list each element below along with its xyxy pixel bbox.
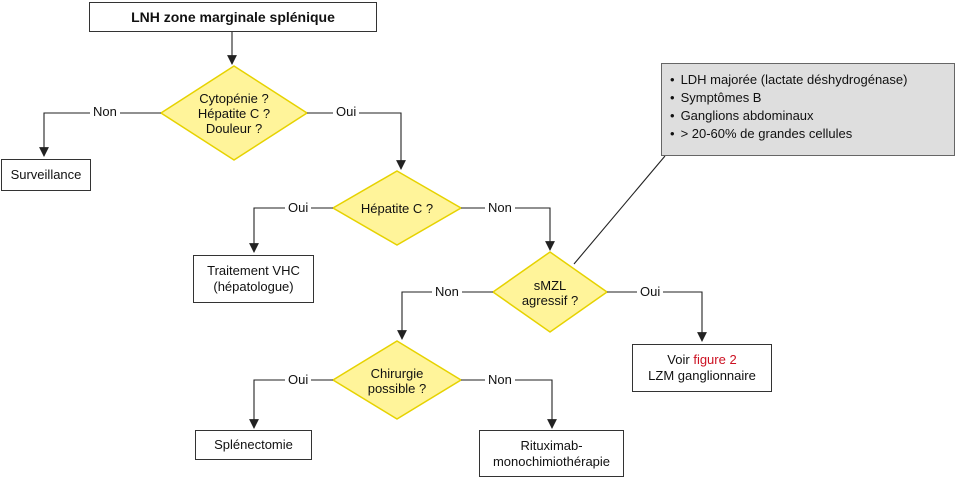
voir-line: Voir figure 2: [667, 352, 736, 368]
decision-3-line-1: sMZL: [533, 278, 567, 293]
decision-4-line-1: Chirurgie: [370, 366, 424, 381]
outcome-voir-figure: Voir figure 2 LZM ganglionnaire: [632, 344, 772, 392]
decision-4-text: Chirurgie possible ?: [342, 364, 452, 398]
decision-3-line-2: agressif ?: [521, 293, 579, 308]
voir-text: Voir: [667, 352, 690, 367]
outcome-splenectomie: Splénectomie: [195, 430, 312, 460]
connector-d3-no: [397, 291, 493, 340]
label-d3-no: Non: [432, 284, 462, 300]
outcome-traitement-vhc: Traitement VHC (hépatologue): [193, 255, 314, 303]
ritux-line-2: monochimiothérapie: [492, 453, 611, 469]
decision-diamond-2: [331, 170, 463, 246]
decision-diamond-4: [331, 340, 463, 420]
title-box: LNH zone marginale splénique: [89, 2, 377, 32]
lzm-line: LZM ganglionnaire: [648, 368, 756, 383]
label-d3-yes: Oui: [637, 284, 664, 300]
decision-diamond-3: [491, 251, 609, 333]
decision-3-text: sMZL agressif ?: [500, 276, 600, 310]
connector-d1-no: [39, 112, 161, 157]
connector-note-d3: [573, 155, 666, 265]
label-d2-yes: Oui: [285, 200, 312, 216]
decision-1-text: Cytopénie ? Hépatite C ? Douleur ?: [174, 88, 294, 138]
criteria-note-box: LDH majorée (lactate déshydrogénase) Sym…: [661, 63, 955, 156]
decision-1-line-1: Cytopénie ?: [199, 90, 269, 106]
decision-2-text: Hépatite C ?: [342, 198, 452, 218]
criteria-item-1: LDH majorée (lactate déshydrogénase): [670, 71, 946, 89]
ritux-line-1: Rituximab-: [520, 437, 583, 453]
decision-diamond-1: [159, 65, 309, 161]
decision-2-line-1: Hépatite C ?: [360, 200, 434, 216]
label-d4-no: Non: [485, 372, 515, 388]
decision-1-line-2: Hépatite C ?: [197, 105, 271, 121]
outcome-rituximab: Rituximab- monochimiothérapie: [479, 430, 624, 477]
criteria-item-3: Ganglions abdominaux: [670, 107, 946, 125]
label-d1-no: Non: [90, 104, 120, 120]
decision-1-line-3: Douleur ?: [205, 120, 263, 136]
vhc-line-1: Traitement VHC: [207, 263, 300, 278]
outcome-surveillance: Surveillance: [1, 159, 91, 191]
label-d2-no: Non: [485, 200, 515, 216]
label-d1-yes: Oui: [333, 104, 360, 120]
criteria-item-2: Symptômes B: [670, 89, 946, 107]
criteria-list: LDH majorée (lactate déshydrogénase) Sym…: [670, 71, 946, 143]
figure-2-link[interactable]: figure 2: [693, 352, 737, 367]
criteria-item-4: > 20-60% de grandes cellules: [670, 125, 946, 143]
label-d4-yes: Oui: [285, 372, 312, 388]
decision-4-line-2: possible ?: [367, 381, 427, 396]
connector-d1-yes: [307, 112, 406, 170]
vhc-line-2: (hépatologue): [213, 279, 294, 294]
